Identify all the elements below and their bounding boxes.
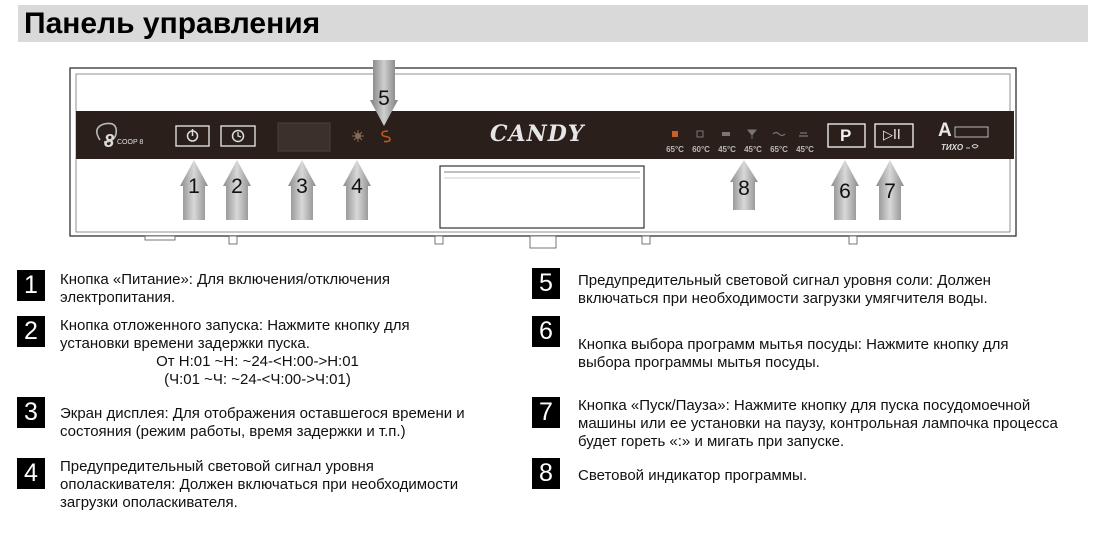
page-title: Панель управления xyxy=(24,7,321,40)
item-description-4: Предупредительный световой сигнал уровня… xyxy=(60,458,459,511)
door-handle xyxy=(439,165,645,229)
program-temp-1: 65°C xyxy=(666,145,684,154)
item-description-8: Световой индикатор программы. xyxy=(578,467,807,484)
item-number-7: 7 xyxy=(532,397,560,428)
control-panel-illustration xyxy=(69,60,1017,249)
program-icon-3 xyxy=(722,132,730,136)
start-pause-label: ▷II xyxy=(883,128,901,143)
program-icon-6 xyxy=(799,132,808,137)
item-number-1: 1 xyxy=(17,270,45,301)
item-number-4: 4 xyxy=(17,458,45,489)
callout-arrow-6 xyxy=(831,160,859,220)
callout-arrow-7 xyxy=(876,160,904,220)
program-temp-3: 45°C xyxy=(718,145,736,154)
callout-number-1: 1 xyxy=(188,175,200,198)
program-icon-4 xyxy=(746,129,758,139)
program-button xyxy=(827,123,866,148)
callout-number-8: 8 xyxy=(738,177,750,200)
callout-number-3: 3 xyxy=(296,175,308,198)
energy-badge xyxy=(954,126,989,138)
model-logo-icon xyxy=(96,122,118,143)
item-description-5: Предупредительный световой сигнал уровня… xyxy=(578,272,991,307)
program-icon-5 xyxy=(772,131,786,137)
item-number-8: 8 xyxy=(532,458,560,489)
callout-arrow-2 xyxy=(223,160,251,220)
power-button xyxy=(175,125,210,147)
rinse-aid-icon xyxy=(352,130,364,142)
salt-icon xyxy=(381,130,391,143)
callout-number-2: 2 xyxy=(231,175,243,198)
callout-number-7: 7 xyxy=(884,180,896,203)
item-number-2: 2 xyxy=(17,316,45,347)
callout-number-4: 4 xyxy=(351,175,363,198)
model-sub-label: COOP 8 xyxy=(117,139,144,146)
start-pause-button xyxy=(874,123,914,148)
callout-number-5: 5 xyxy=(378,87,390,110)
title-bar: Панель управления xyxy=(18,5,1088,42)
callout-arrow-5 xyxy=(370,60,398,126)
callout-arrow-1 xyxy=(180,160,208,220)
program-button-label: P xyxy=(840,126,852,145)
callout-arrow-3 xyxy=(288,160,316,220)
model-badge-number: 8 xyxy=(104,131,115,151)
item-description-3: Экран дисплея: Для отображения оставшего… xyxy=(60,405,465,440)
program-temp-2: 60°C xyxy=(692,145,710,154)
program-temp-6: 45°C xyxy=(796,145,814,154)
item-description-2: Кнопка отложенного запуска: Нажмите кноп… xyxy=(60,317,410,388)
brand-logo: CANDY xyxy=(490,121,585,147)
quiet-label: ТИХО xyxy=(941,143,964,152)
delay-start-button xyxy=(220,125,256,147)
clock-icon xyxy=(231,129,245,143)
item-description-7: Кнопка «Пуск/Пауза»: Нажмите кнопку для … xyxy=(578,397,1058,450)
callout-arrow-8 xyxy=(730,160,758,210)
callout-number-6: 6 xyxy=(839,180,851,203)
program-temp-4: 45°C xyxy=(744,145,762,154)
item-description-6: Кнопка выбора программ мытья посуды: Наж… xyxy=(578,336,1009,371)
quiet-icon xyxy=(966,144,979,149)
item-number-3: 3 xyxy=(17,397,45,428)
program-icon-1 xyxy=(672,131,678,137)
callout-arrow-4 xyxy=(343,160,371,220)
item-number-6: 6 xyxy=(532,316,560,347)
display-screen xyxy=(277,122,331,152)
item-number-5: 5 xyxy=(532,268,560,299)
item-description-1: Кнопка «Питание»: Для включения/отключен… xyxy=(60,271,391,306)
program-icon-2 xyxy=(696,130,704,138)
program-temp-5: 65°C xyxy=(770,145,788,154)
energy-class-label: A xyxy=(938,120,952,141)
